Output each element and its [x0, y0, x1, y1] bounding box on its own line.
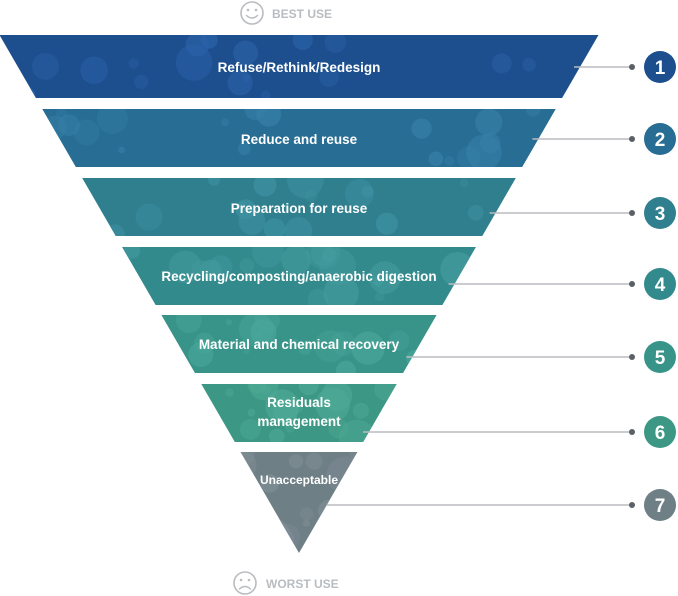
tier-label-6-line-1: Residuals: [267, 395, 331, 410]
number-badge-text: 6: [655, 423, 666, 444]
number-badge: [644, 197, 676, 229]
tier-marker-7: 7: [326, 489, 676, 521]
best-use-label: BEST USE: [272, 7, 332, 21]
connector-dot: [629, 281, 635, 287]
tier-bubble-texture: [23, 35, 596, 98]
number-badge: [644, 489, 676, 521]
number-badge: [644, 123, 676, 155]
number-badge-text: 3: [655, 204, 666, 225]
number-badge: [644, 51, 676, 83]
tier-band-1: [0, 35, 599, 98]
tier-label-2: Reduce and reuse: [241, 132, 358, 147]
tier-6: Residuals management: [201, 384, 397, 442]
number-badge-text: 7: [655, 496, 666, 517]
tier-label-6-line-2: management: [257, 414, 341, 429]
tier-2: Reduce and reuse: [42, 109, 556, 167]
tier-label-7: Unacceptable: [260, 473, 338, 487]
connector-dot: [629, 210, 635, 216]
number-badge-text: 2: [655, 130, 666, 151]
number-badge: [644, 341, 676, 373]
connector-dot: [629, 354, 635, 360]
tier-marker-4: 4: [448, 268, 676, 300]
number-badge: [644, 416, 676, 448]
tier-5: Material and chemical recovery: [161, 315, 437, 373]
tier-marker-2: 2: [532, 123, 676, 155]
worst-use-footer: WORST USE: [233, 571, 339, 595]
worst-use-label: WORST USE: [266, 577, 339, 591]
tier-label-4: Recycling/composting/anaerobic digestion: [161, 269, 436, 284]
tier-band-3: [82, 178, 516, 236]
number-badge-text: 1: [655, 58, 666, 79]
number-badge: [644, 268, 676, 300]
connector-dot: [629, 502, 635, 508]
tier-3: Preparation for reuse: [82, 178, 516, 236]
best-use-header: BEST USE: [240, 1, 332, 25]
tier-marker-6: 6: [363, 416, 676, 448]
tier-bubble-texture: [225, 384, 397, 442]
tier-label-5: Material and chemical recovery: [199, 337, 400, 352]
tier-1: Refuse/Rethink/Redesign: [0, 35, 599, 98]
tier-7: Unacceptable: [240, 452, 358, 553]
connector-dot: [629, 429, 635, 435]
tier-bubble-texture: [123, 247, 475, 305]
tier-4: Recycling/composting/anaerobic digestion: [122, 247, 476, 305]
tier-marker-5: 5: [406, 341, 676, 373]
number-badge-text: 5: [655, 348, 666, 369]
tier-label-3: Preparation for reuse: [231, 201, 368, 216]
tier-marker-1: 1: [574, 51, 676, 83]
tier-label-1: Refuse/Rethink/Redesign: [218, 60, 381, 75]
number-badge-text: 4: [655, 275, 666, 296]
tier-connectors: 1 2 3 4 5 6 7: [326, 51, 676, 521]
tier-marker-3: 3: [489, 197, 676, 229]
smile-face-icon: [240, 1, 264, 25]
frown-face-icon: [233, 571, 257, 595]
connector-dot: [629, 136, 635, 142]
connector-dot: [629, 64, 635, 70]
tier-bubble-texture: [42, 109, 541, 167]
